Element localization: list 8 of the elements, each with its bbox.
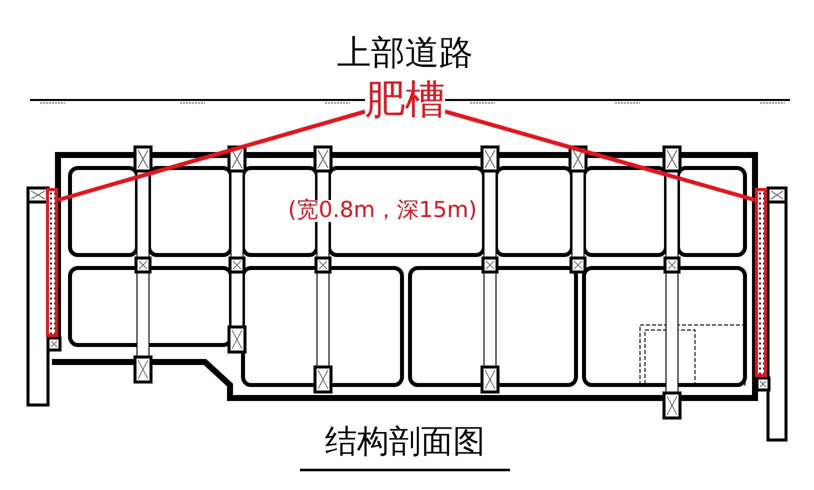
leader-line	[57, 110, 366, 202]
backfill-trench	[46, 188, 58, 337]
leader-line	[444, 110, 756, 202]
caption: 结构剖面图	[325, 425, 485, 457]
dimension-note: (宽0.8m，深15m)	[288, 200, 478, 222]
callout-text: 肥槽	[365, 80, 445, 120]
road-label: 上部道路	[337, 36, 473, 70]
backfill-trench	[755, 188, 767, 377]
